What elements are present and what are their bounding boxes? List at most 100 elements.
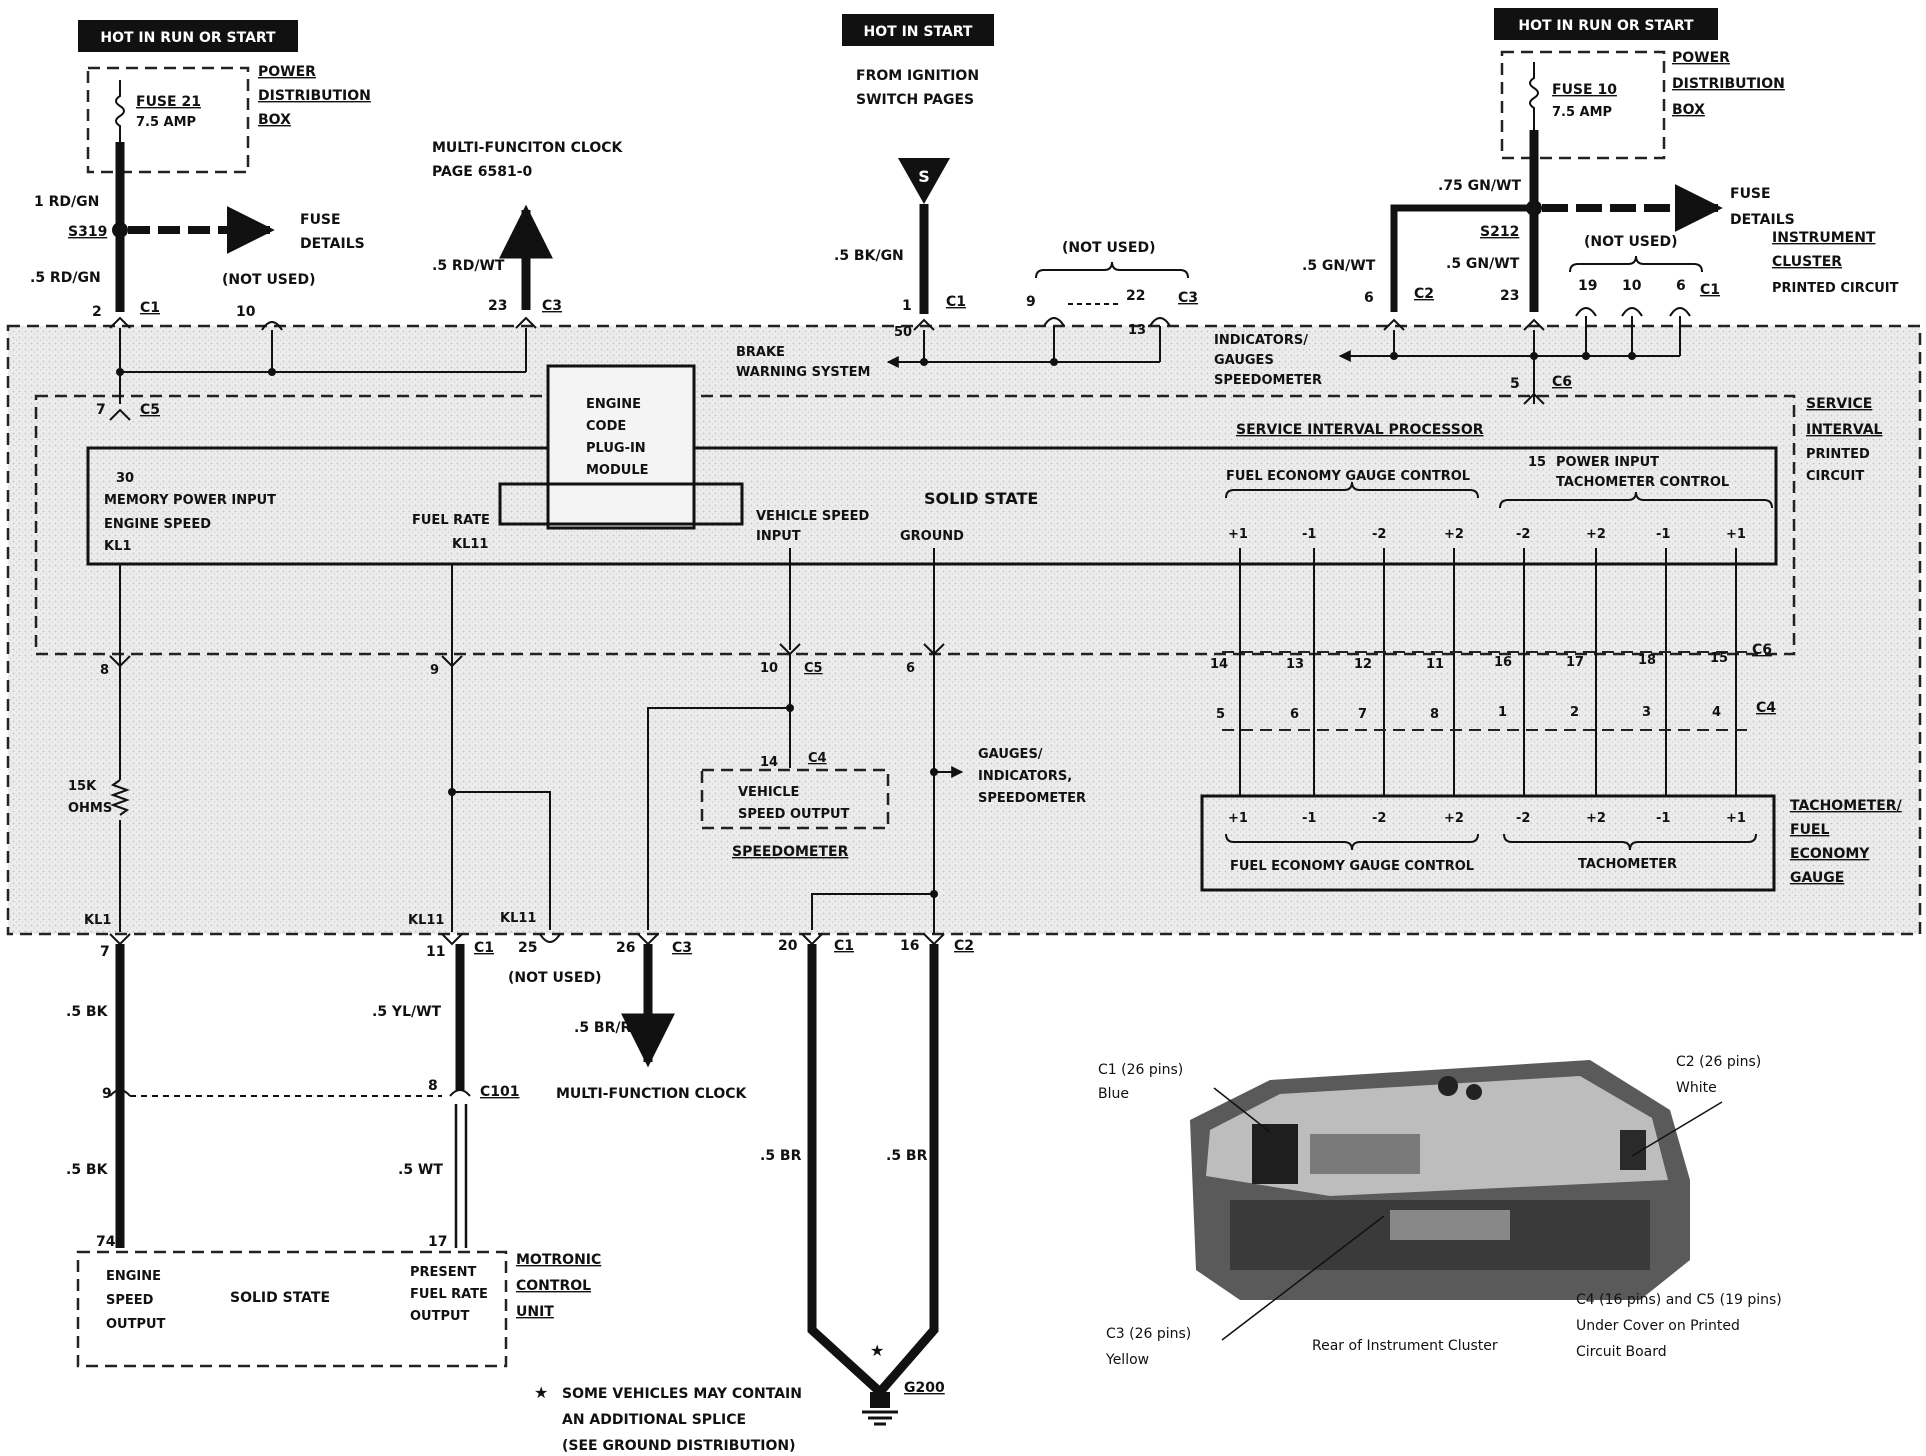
connector-symbol: [109, 933, 131, 946]
wire-label-br-1: .5 BR: [760, 1148, 802, 1164]
hot-tag-left: HOT IN RUN OR START: [78, 20, 298, 52]
ground-g200-icon: [862, 1392, 898, 1426]
mf-clock-label: MULTI-FUNCTION CLOCK: [556, 1086, 748, 1102]
pin-6-c2: 6: [1364, 290, 1374, 306]
svg-text:HOT IN START: HOT IN START: [864, 24, 973, 40]
junction: [268, 368, 276, 376]
svg-text:HOT IN RUN OR START: HOT IN RUN OR START: [100, 30, 276, 46]
instrument-cluster-region: [8, 326, 1920, 934]
star-footnote-icon: ★: [534, 1383, 548, 1402]
from-ignition-2: SWITCH PAGES: [856, 92, 974, 108]
wire-label-bk-2: .5 BK: [66, 1162, 109, 1178]
wire-label-bk-gn: .5 BK/GN: [834, 248, 904, 264]
conn-c1-a: C1: [140, 300, 160, 316]
pin-2: 2: [92, 304, 102, 320]
fuse-21-label: FUSE 21: [136, 94, 201, 110]
svg-text:-1: -1: [1302, 527, 1316, 542]
pin-7-bottom: 7: [100, 944, 110, 960]
pdb-left-2: DISTRIBUTION: [258, 88, 371, 104]
photo-c3-2: Yellow: [1105, 1352, 1149, 1368]
engine-code-base: [498, 482, 744, 526]
fuse-10-rating: 7.5 AMP: [1552, 105, 1612, 120]
wire-label-yl-wt: .5 YL/WT: [372, 1004, 442, 1020]
connector-symbol: [441, 655, 463, 668]
connector-symbol: [1383, 318, 1405, 331]
wire-br-1: [807, 944, 884, 1396]
connector-symbol: [801, 933, 823, 946]
conn-c3-c: C3: [672, 940, 692, 956]
memory-power-label: MEMORY POWER INPUT: [104, 493, 276, 508]
connector-symbol: [1043, 317, 1065, 327]
svg-text:+1: +1: [1228, 811, 1248, 826]
instrument-cluster-outline: [6, 324, 1922, 936]
pin-20: 20: [778, 938, 798, 954]
pin-6-c5: 6: [906, 661, 915, 676]
svg-text:-2: -2: [1372, 811, 1386, 826]
svg-text:16: 16: [1494, 655, 1512, 670]
solid-state-2: SOLID STATE: [230, 1290, 330, 1306]
connector-symbol: [923, 643, 945, 656]
hot-tag-right: HOT IN RUN OR START: [1494, 8, 1718, 40]
fuse-details-left-1: FUSE: [300, 212, 341, 228]
engine-code-3: PLUG-IN: [586, 441, 646, 456]
star-icon: ★: [870, 1341, 884, 1360]
sip-polarity: +1 -1 -2 +2 -2 +2 -1 +1: [1228, 527, 1746, 542]
junction: [1582, 352, 1590, 360]
service-interval-box: [34, 394, 1796, 656]
gauges-1: GAUGES/: [978, 747, 1043, 762]
svg-text:-2: -2: [1516, 811, 1530, 826]
svg-text:6: 6: [1290, 707, 1299, 722]
not-used-4: (NOT USED): [508, 970, 601, 986]
mf-clock-page-2: PAGE 6581-0: [432, 164, 533, 180]
eso-2: SPEED: [106, 1293, 154, 1308]
wire-label-rd-gn-1: 1 RD/GN: [34, 194, 99, 210]
connector-symbol: [637, 933, 659, 946]
conn-c2-b: C2: [954, 938, 974, 954]
junction: [1390, 352, 1398, 360]
photo-c3-1: C3 (26 pins): [1106, 1326, 1191, 1342]
speedometer-label: SPEEDOMETER: [732, 844, 849, 860]
eso-1: ENGINE: [106, 1269, 161, 1284]
fro-1: PRESENT: [410, 1265, 477, 1280]
indicators-2: GAUGES: [1214, 353, 1274, 368]
fuel-rate-label: FUEL RATE: [412, 513, 490, 528]
eso-3: OUTPUT: [106, 1317, 166, 1332]
footnote-2: AN ADDITIONAL SPLICE: [562, 1412, 746, 1428]
conn-c2-a: C2: [1414, 286, 1434, 302]
kl11-bottom-a: KL11: [408, 913, 444, 928]
pin-15: 15: [1528, 455, 1546, 470]
tach-label: TACHOMETER: [1578, 857, 1677, 872]
photo-c1-2: Blue: [1098, 1086, 1129, 1102]
svg-text:8: 8: [1430, 707, 1439, 722]
pin-6-c1: 6: [1676, 278, 1686, 294]
tach-side-3: ECONOMY: [1790, 846, 1870, 862]
fro-2: FUEL RATE: [410, 1287, 488, 1302]
connector-symbol: [515, 316, 537, 329]
brace-fe-ctrl: [1225, 481, 1479, 499]
brake-2: WARNING SYSTEM: [736, 365, 870, 380]
sip-side-4: CIRCUIT: [1806, 469, 1864, 484]
connector-symbol: [1669, 307, 1691, 317]
wire-label-rd-wt: .5 RD/WT: [432, 258, 505, 274]
svg-text:14: 14: [1210, 657, 1228, 672]
svg-text:1: 1: [1498, 705, 1507, 720]
svg-text:+2: +2: [1444, 527, 1464, 542]
connector-symbol: [441, 933, 463, 946]
speedometer-box: [700, 768, 890, 830]
svg-text:+1: +1: [1726, 811, 1746, 826]
kl11-bottom-b: KL11: [500, 911, 536, 926]
pin-8-c6: 8: [100, 663, 109, 678]
pin-11-bottom: 11: [426, 944, 445, 960]
connector-symbol: [109, 408, 131, 421]
svg-text:+1: +1: [1726, 527, 1746, 542]
connector-symbol: [449, 1089, 471, 1097]
wire-label-gn-wt-a: .5 GN/WT: [1302, 258, 1376, 274]
wire-label-gn-wt-75: .75 GN/WT: [1438, 178, 1521, 194]
pin-1-c1: 1: [902, 298, 912, 314]
svg-text:-2: -2: [1516, 527, 1530, 542]
svg-text:+1: +1: [1228, 527, 1248, 542]
svg-text:17: 17: [1566, 655, 1584, 670]
tach-side-2: FUEL: [1790, 822, 1829, 838]
tach-ctrl-label: TACHOMETER CONTROL: [1556, 475, 1729, 490]
